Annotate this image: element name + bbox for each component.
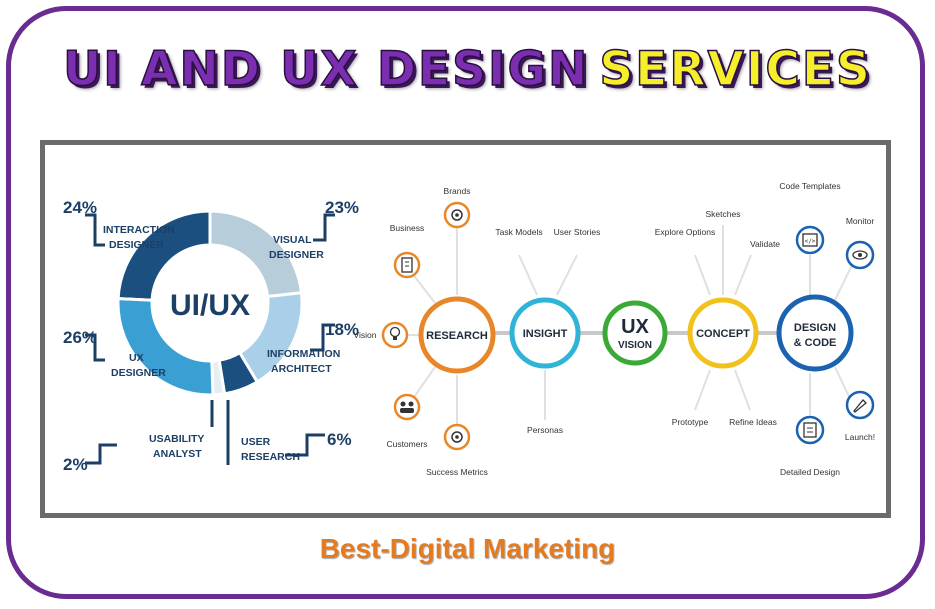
callout-line-information [310,323,335,352]
label-interaction-l1: INTERACTION [103,224,175,236]
insight-item-task-models: Task Models [495,227,542,237]
target-icon [451,431,463,443]
monitor-label: Monitor [846,216,875,226]
infographic-svg: UI/UX 24% 23% 18% 6% 2% 26% INTERACTION … [63,181,875,477]
document-icon [803,422,817,438]
research-satellite-success-metrics: Success Metrics [426,423,488,477]
design-satellite-monitor: Monitor [845,216,875,270]
concept-item-refine: Refine Ideas [729,417,777,427]
pct-ux-designer: 26% [63,328,97,347]
design-code-label-l2: & CODE [794,337,837,349]
research-satellite-brands: Brands [444,186,471,229]
research-satellite-vision: Vision [354,321,409,349]
label-visual-l1: VISUAL [273,234,312,246]
pct-interaction-designer: 24% [63,198,97,217]
pct-user-research: 6% [327,430,352,449]
code-templates-label: Code Templates [779,181,840,191]
insight-item-user-stories: User Stories [554,227,601,237]
vision-label: Vision [354,330,377,340]
label-usability-l1: USABILITY [149,433,204,445]
brands-label: Brands [444,186,471,196]
insight-item-personas: Personas [527,425,563,435]
callout-line-ux [85,333,105,362]
lightbulb-icon [389,326,401,338]
label-information-l1: INFORMATION [267,348,340,360]
research-label: RESEARCH [426,330,488,342]
building-icon [401,257,413,273]
label-information-l2: ARCHITECT [271,363,332,375]
callout-line-interaction [85,213,105,247]
label-ux-l2: DESIGNER [111,367,166,379]
design-code-node [776,294,854,372]
research-satellite-business: Business [390,223,425,279]
donut-slice-ux-designer [116,297,215,397]
callout-line-usability [85,443,117,465]
donut-center-label: UI/UX [170,289,250,322]
customers-label: Customers [386,439,427,449]
detailed-design-label: Detailed Design [780,467,840,477]
success-label: Success Metrics [426,467,488,477]
donut-hole [158,251,262,355]
business-label: Business [390,223,425,233]
concept-item-sketches: Sketches [706,209,741,219]
ux-vision-node [602,300,668,366]
launch-label: Launch! [845,432,875,442]
pct-information-architect: 18% [325,320,359,339]
label-research-l1: USER [241,436,271,448]
eye-icon [852,250,868,260]
title-part-2: SERVICES [599,41,872,98]
ux-vision-line1: UX [621,316,649,338]
label-visual-l2: DESIGNER [269,249,324,261]
donut-chart: UI/UX [116,209,304,397]
title-part-1: UI AND UX DESIGN [62,41,590,98]
people-icon [400,401,406,407]
concept-item-explore: Explore Options [655,227,715,237]
concept-node [687,297,759,369]
insight-label: INSIGHT [523,328,568,340]
design-satellite-launch: Launch! [845,390,875,442]
label-usability-l2: ANALYST [153,448,202,460]
label-research-l2: RESEARCH [241,451,300,463]
infographic-panel: UI/UX 24% 23% 18% 6% 2% 26% INTERACTION … [40,140,891,518]
pct-visual-designer: 23% [325,198,359,217]
design-satellite-code-templates: </> Code Templates [779,181,841,255]
design-satellite-detailed-design: Detailed Design [780,415,840,477]
callout-lines [85,213,335,465]
research-node [418,296,496,374]
code-icon [802,233,818,247]
callout-line-research [285,433,325,457]
insight-node [509,297,581,369]
concept-item-prototype: Prototype [672,417,709,427]
concept-item-validate: Validate [750,239,780,249]
label-interaction-l2: DESIGNER [109,239,164,251]
ux-vision-line2: VISION [618,340,652,351]
pct-usability-analyst: 2% [63,455,88,474]
svg-text:</>: </> [805,238,816,245]
research-satellite-customers: Customers [386,393,428,449]
label-ux-l1: UX [129,352,144,364]
design-code-label-l1: DESIGN [794,322,836,334]
footer-text: Best-Digital Marketing [319,533,616,564]
target-icon [451,209,463,221]
concept-label: CONCEPT [696,328,750,340]
rocket-icon [853,399,867,413]
callout-line-visual [313,213,335,242]
